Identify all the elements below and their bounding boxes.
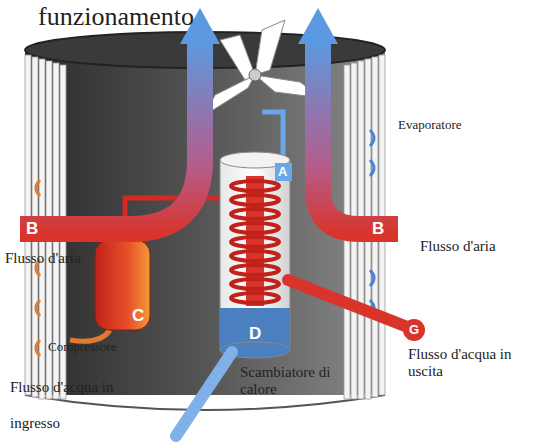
diagram-title: funzionamento (38, 2, 194, 32)
callout-letter: G (409, 323, 419, 338)
callout-letter: D (249, 324, 261, 344)
callout-letter: C (132, 306, 144, 326)
flow-label: Flusso d'acqua in uscita (408, 346, 546, 381)
part-label: Evaporatore (398, 118, 462, 133)
part-label: Scambiatore di calore (240, 364, 365, 399)
flow-label: Flusso d'aria (5, 250, 81, 267)
flow-label: Flusso d'aria (420, 238, 496, 255)
callout-letter: A (278, 165, 287, 180)
callout-letter: B (372, 219, 384, 239)
callout-letter: B (26, 219, 38, 239)
part-label: Compressore (48, 340, 117, 355)
flow-label: Flusso d'acqua in ingresso (10, 369, 160, 441)
